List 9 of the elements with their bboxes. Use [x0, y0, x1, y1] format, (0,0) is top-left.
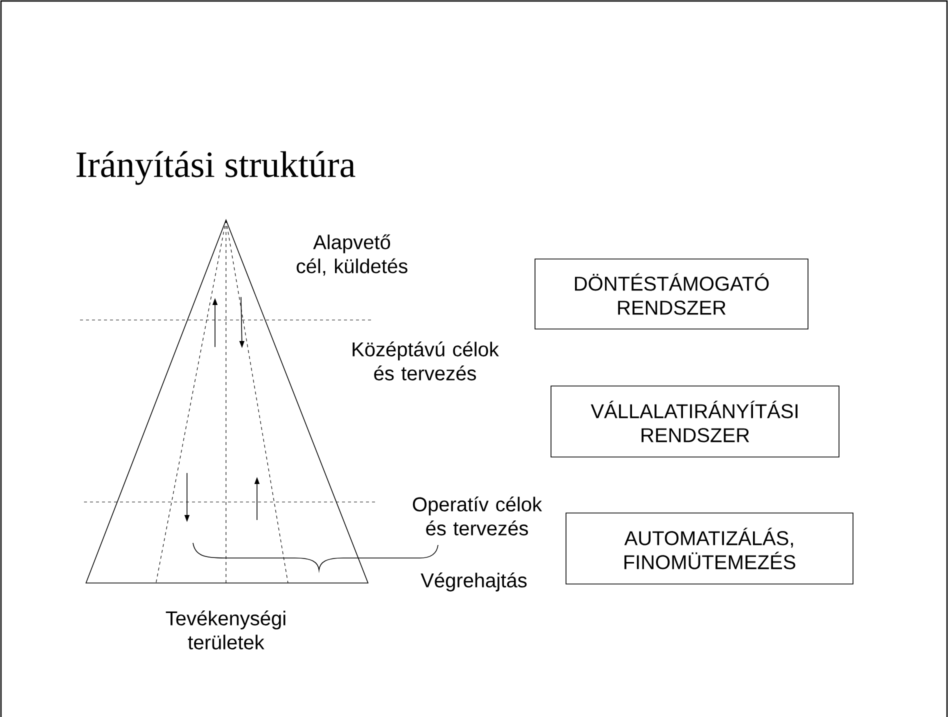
level-label: Végrehajtás — [420, 572, 527, 592]
slide-title: Irányítási struktúra — [76, 151, 356, 185]
level-label: Alapvető cél, küldetés — [296, 234, 408, 276]
system-box: DÖNTÉSTÁMOGATÓ RENDSZER — [534, 258, 808, 330]
system-box: AUTOMATIZÁLÁS, FINOMÜTEMEZÉS — [566, 512, 854, 584]
level-label: Tevékenységi területek — [166, 610, 286, 650]
system-box: VÁLLALATIRÁNYÍTÁSI RENDSZER — [550, 386, 840, 458]
level-label: Középtávú célok és tervezés — [352, 342, 499, 380]
level-label: Operatív célok és tervezés — [412, 496, 542, 536]
